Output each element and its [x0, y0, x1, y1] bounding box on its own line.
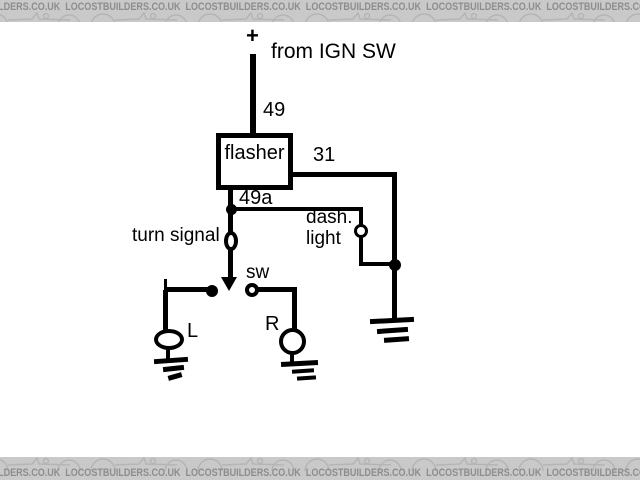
dash-light-label-line1: dash.	[306, 207, 353, 228]
left-contact-dot	[206, 285, 218, 297]
wire-left-lamp-feed	[163, 290, 168, 331]
wire-dashlight-to-ground	[359, 262, 397, 266]
right-lamp-bulb	[279, 328, 306, 355]
wire-right-lamp-feed	[292, 287, 297, 331]
supply-label: from IGN SW	[271, 40, 396, 63]
watermark-banner-top: LOCOSTBUILDERS.CO.UK LOCOSTBUILDERS.CO.U…	[0, 0, 640, 22]
wire-left-lamp-ground	[166, 349, 170, 362]
terminal-49a-label: 49a	[239, 187, 273, 209]
dash-light-label-line2: light	[306, 227, 341, 249]
wire-supply-feed	[250, 54, 256, 133]
wire-31-horizontal	[293, 172, 397, 177]
watermark-text-top: LOCOSTBUILDERS.CO.UK LOCOSTBUILDERS.CO.U…	[0, 1, 640, 13]
wire-right-contact	[257, 287, 297, 292]
watermark-text-bottom: LOCOSTBUILDERS.CO.UK LOCOSTBUILDERS.CO.U…	[0, 467, 640, 479]
ground-symbol-bottom-bar3	[296, 375, 317, 381]
ground-symbol-right-bar2	[376, 326, 409, 335]
wire-dashlight-drop	[359, 207, 363, 227]
turn-signal-switch-pivot	[224, 231, 238, 251]
ground-symbol-bottom	[280, 360, 319, 367]
ground-symbol-left-bar3	[167, 372, 183, 381]
sw-label: sw	[246, 262, 270, 283]
car-silhouettes-bottom	[0, 457, 640, 476]
ground-symbol-right	[369, 316, 415, 325]
ground-symbol-left	[153, 356, 189, 365]
right-lamp-label: R	[265, 313, 280, 335]
left-lamp-label: L	[187, 320, 199, 342]
wire-dashlight-horizontal	[231, 207, 363, 211]
ground-symbol-bottom-bar2	[291, 368, 315, 374]
wire-right-lamp-ground	[290, 354, 294, 364]
flasher-relay-label: flasher	[224, 142, 285, 164]
left-lamp-bulb	[154, 329, 184, 350]
wire-left-contact	[165, 287, 212, 292]
flasher-relay-box: flasher	[216, 133, 293, 190]
terminal-49-label: 49	[263, 99, 286, 121]
car-silhouettes-top	[0, 12, 640, 22]
turn-signal-label: turn signal	[132, 225, 220, 246]
dash-light-bulb	[354, 224, 368, 238]
right-contact-ring	[245, 283, 259, 297]
watermark-banner-bottom: LOCOSTBUILDERS.CO.UK LOCOSTBUILDERS.CO.U…	[0, 457, 640, 480]
wire-31-vertical	[392, 172, 397, 322]
switch-arm-arrow	[221, 277, 237, 291]
wire-dashlight-lower	[359, 237, 363, 266]
terminal-31-label: 31	[313, 144, 336, 166]
junction-dot-31	[389, 259, 401, 271]
dash-light-label: dash. light	[306, 207, 353, 250]
plus-symbol: +	[246, 23, 259, 48]
ground-symbol-right-bar3	[383, 336, 410, 343]
wire-left-contact-tick	[164, 279, 167, 296]
